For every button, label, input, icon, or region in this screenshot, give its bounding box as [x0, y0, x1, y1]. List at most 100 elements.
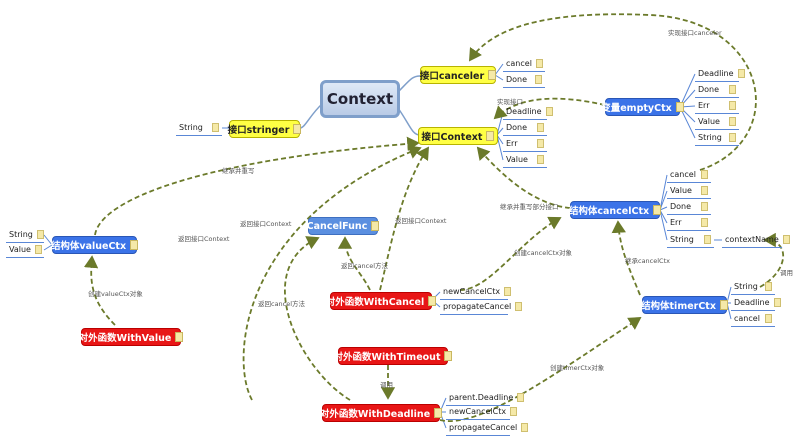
note-icon — [34, 245, 42, 254]
node-label: 结构体timerCtx — [641, 301, 716, 312]
node-withvalue-func[interactable]: 对外函数WithValue — [79, 328, 184, 346]
node-context-interface[interactable]: 接口Context — [418, 127, 498, 145]
edge-label-create-cancelctx: 创建cancelCtx对象 — [514, 249, 572, 257]
leaf-cancelctx-err[interactable]: Err — [667, 215, 711, 231]
node-cancelfunc[interactable]: CancelFunc — [306, 217, 380, 235]
leaf-emptyctx-err[interactable]: Err — [695, 98, 739, 114]
leaf-label: Done — [506, 75, 528, 84]
node-label: 结构体cancelCtx — [568, 206, 650, 217]
leaf-emptyctx-string[interactable]: String — [695, 130, 739, 146]
leaf-canceler-done[interactable]: Done — [503, 72, 545, 88]
edge-label-create-timerctx: 创建timerCtx对象 — [550, 364, 605, 372]
note-icon — [675, 102, 684, 112]
note-icon — [729, 133, 736, 142]
node-withtimeout-func[interactable]: 对外函数WithTimeout — [334, 347, 453, 365]
leaf-context-deadline[interactable]: Deadline — [503, 104, 553, 120]
node-withcancel-func[interactable]: 对外函数WithCancel — [326, 292, 437, 310]
note-icon — [737, 69, 745, 78]
leaf-cancelctx-done[interactable]: Done — [667, 199, 711, 215]
leaf-withdeadline-parentdeadline[interactable]: parent.Deadline — [446, 390, 525, 406]
edge-label-return-cancel-withcancel: 返回cancel方法 — [341, 262, 389, 270]
note-icon — [701, 218, 708, 227]
note-icon — [537, 139, 544, 148]
leaf-timerctx-deadline[interactable]: Deadline — [731, 295, 781, 311]
leaf-label: String — [734, 282, 758, 291]
leaf-context-done[interactable]: Done — [503, 120, 547, 136]
leaf-valuectx-string[interactable]: String — [6, 227, 44, 243]
leaf-label: Value — [506, 155, 528, 164]
note-icon — [444, 351, 453, 361]
note-icon — [704, 235, 711, 244]
note-icon — [729, 117, 736, 126]
edge-label-return-context-deadline: 返回接口Context — [240, 220, 292, 228]
leaf-emptyctx-deadline[interactable]: Deadline — [695, 66, 745, 82]
leaf-label: Done — [506, 123, 528, 132]
edge-label-inherit-override-partial: 继承并重写部分接口 — [500, 203, 559, 211]
edge-label-create-valuectx: 创建valueCtx对象 — [88, 290, 143, 298]
edge-label-inherit-override: 继承并重写 — [222, 167, 255, 175]
note-icon — [535, 75, 542, 84]
node-label: 结构体valueCtx — [50, 241, 127, 252]
leaf-canceler-cancel[interactable]: cancel — [503, 56, 545, 72]
note-icon — [488, 70, 497, 80]
leaf-label: newCancelCtx — [443, 287, 501, 296]
leaf-context-err[interactable]: Err — [503, 136, 547, 152]
node-stringer-interface[interactable]: 接口stringer — [228, 120, 302, 138]
leaf-cancelctx-contextname[interactable]: contextName — [722, 232, 790, 248]
note-icon — [701, 170, 708, 179]
leaf-withcancel-newcancelctx[interactable]: newCancelCtx — [440, 284, 512, 300]
leaf-timerctx-cancel[interactable]: cancel — [731, 311, 775, 327]
leaf-label: Deadline — [734, 298, 770, 307]
leaf-cancelctx-cancel[interactable]: cancel — [667, 167, 711, 183]
leaf-withcancel-propagatecancel[interactable]: propagateCancel — [440, 299, 523, 315]
node-canceler-interface[interactable]: 接口canceler — [420, 66, 497, 84]
leaf-label: String — [9, 230, 33, 239]
leaf-label: Deadline — [698, 69, 734, 78]
note-icon — [719, 300, 728, 310]
leaf-label: propagateCancel — [443, 302, 512, 311]
note-icon — [175, 332, 184, 342]
note-icon — [545, 107, 553, 116]
leaf-stringer-string[interactable]: String — [176, 120, 222, 136]
node-cancelctx-struct[interactable]: 结构体cancelCtx — [568, 201, 662, 219]
leaf-label: String — [698, 133, 722, 142]
leaf-label: cancel — [670, 170, 696, 179]
note-icon — [293, 124, 302, 134]
leaf-cancelctx-string[interactable]: String — [667, 232, 714, 248]
node-emptyctx-var[interactable]: 变量emptyCtx — [601, 98, 684, 116]
node-valuectx-struct[interactable]: 结构体valueCtx — [50, 236, 139, 254]
note-icon — [504, 287, 512, 296]
note-icon — [782, 235, 790, 244]
leaf-valuectx-value[interactable]: Value — [6, 242, 44, 258]
note-icon — [371, 221, 380, 231]
node-label: 对外函数WithTimeout — [333, 352, 441, 363]
leaf-label: Err — [698, 101, 710, 110]
leaf-timerctx-string[interactable]: String — [731, 279, 775, 295]
leaf-cancelctx-value[interactable]: Value — [667, 183, 711, 199]
note-icon — [729, 85, 736, 94]
node-timerctx-struct[interactable]: 结构体timerCtx — [641, 296, 728, 314]
node-withdeadline-func[interactable]: 对外函数WithDeadline — [320, 404, 443, 422]
leaf-withdeadline-newcancelctx[interactable]: newCancelCtx — [446, 404, 518, 420]
leaf-label: parent.Deadline — [449, 393, 514, 402]
note-icon — [773, 298, 781, 307]
leaf-context-value[interactable]: Value — [503, 152, 547, 168]
central-topic-context[interactable]: Context — [320, 80, 400, 118]
note-icon — [535, 59, 543, 68]
leaf-withdeadline-propagatecancel[interactable]: propagateCancel — [446, 420, 529, 436]
note-icon — [486, 131, 495, 141]
edge-label-call-contextname: 调用 — [780, 269, 793, 277]
note-icon — [653, 205, 662, 215]
leaf-label: Err — [506, 139, 518, 148]
node-label: CancelFunc — [306, 220, 368, 232]
leaf-label: cancel — [734, 314, 760, 323]
leaf-label: Err — [670, 218, 682, 227]
edge-label-call-withdeadline: 调用 — [380, 381, 393, 389]
leaf-label: Done — [698, 85, 720, 94]
leaf-emptyctx-value[interactable]: Value — [695, 114, 739, 130]
leaf-label: newCancelCtx — [449, 407, 507, 416]
leaf-label: Value — [9, 245, 31, 254]
leaf-emptyctx-done[interactable]: Done — [695, 82, 739, 98]
leaf-label: cancel — [506, 59, 532, 68]
edge-label-return-cancel-withdeadline: 返回cancel方法 — [258, 300, 306, 308]
